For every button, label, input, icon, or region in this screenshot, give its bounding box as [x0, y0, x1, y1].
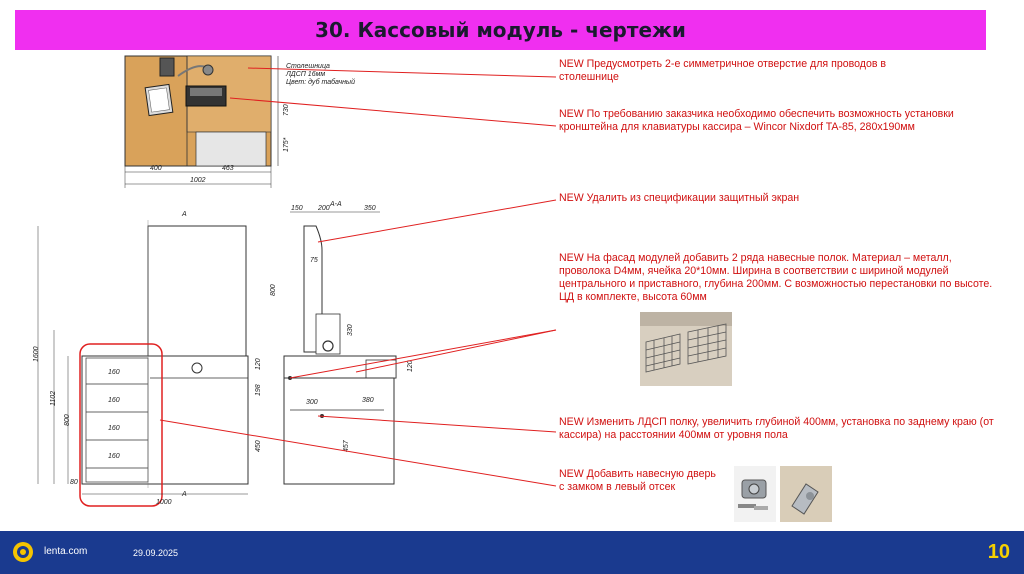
technical-drawing: 400 463 1002 730 175* Столешница ЛДСП 16…: [33, 55, 557, 507]
dim-75: 75: [310, 257, 318, 264]
note-ldsp-shelf: NEW Изменить ЛДСП полку, увеличить глуби…: [559, 416, 994, 441]
dim-175: 175*: [283, 137, 290, 152]
top-view: 400 463 1002 730 175* Столешница ЛДСП 16…: [124, 55, 355, 188]
dim-200: 200: [317, 205, 330, 212]
dim-198: 198: [255, 384, 262, 396]
dim-1000: 1000: [156, 499, 172, 506]
page-number: 10: [987, 541, 1010, 563]
dim-450: 450: [255, 440, 262, 452]
leader-lines: [159, 67, 557, 487]
dim-160-d: 160: [108, 453, 120, 460]
note-wire-shelves: NEW На фасад модулей добавить 2 ряда нав…: [559, 252, 993, 303]
note-remove-screen: NEW Удалить из спецификации защитный экр…: [559, 192, 800, 204]
dim-400: 400: [150, 165, 162, 172]
wire-shelf-photo: [640, 312, 732, 386]
dim-350: 350: [364, 205, 376, 212]
label-section-aa: А-А: [329, 201, 342, 208]
lock-photo: [734, 466, 776, 522]
section-mark-top: А: [181, 211, 187, 218]
dim-side-800: 800: [270, 284, 277, 296]
dim-730: 730: [283, 104, 290, 116]
dim-150: 150: [291, 205, 303, 212]
dim-160-b: 160: [108, 397, 120, 404]
slide-title: 30. Кассовый модуль - чертежи: [315, 18, 686, 42]
dim-380: 380: [362, 397, 374, 404]
dim-1002: 1002: [190, 177, 206, 184]
dim-120-left: 120: [255, 358, 262, 370]
dim-463: 463: [222, 165, 234, 172]
section-view: А-А 150 200 350 800 75 330 120 300 380 1…: [255, 201, 414, 485]
footer-date: 29.09.2025: [133, 548, 179, 558]
section-mark-bottom: А: [181, 491, 187, 498]
lenta-logo-icon: [13, 542, 33, 562]
dim-160-a: 160: [108, 369, 120, 376]
label-countertop: Столешница: [286, 63, 330, 70]
dim-1102: 1102: [50, 391, 57, 406]
title-bar: 30. Кассовый модуль - чертежи: [15, 10, 986, 50]
label-ldsp: ЛДСП 16мм: [285, 71, 325, 78]
note-door-lock: NEW Добавить навесную дверь с замком в л…: [559, 468, 716, 493]
dim-1600: 1600: [33, 346, 40, 362]
front-view: А А 1600 1102 800 80 160 160 160 160 100…: [33, 211, 249, 507]
dim-800: 800: [64, 414, 71, 426]
footer-bar: lenta.com 29.09.2025 10: [0, 531, 1024, 574]
dim-330: 330: [347, 324, 354, 336]
dim-120-right: 120: [407, 360, 414, 372]
dim-300: 300: [306, 399, 318, 406]
footer-brand: lenta.com: [44, 546, 88, 557]
label-color: Цвет: дуб табачный: [286, 78, 355, 86]
note-cable-hole: NEW Предусмотреть 2-е симметричное отвер…: [559, 58, 887, 83]
dim-80: 80: [70, 479, 78, 486]
hinge-photo: [780, 466, 832, 522]
dim-457: 457: [343, 439, 350, 452]
note-keyboard-bracket: NEW По требованию заказчика необходимо о…: [559, 108, 954, 133]
dim-160-c: 160: [108, 425, 120, 432]
